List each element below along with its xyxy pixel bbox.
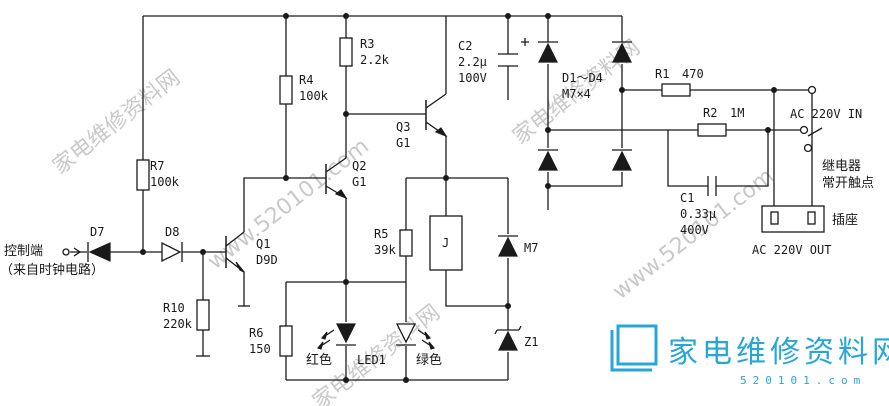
- ac-out-label: AC 220V OUT: [752, 243, 831, 257]
- value-c1: 0.33μ: [680, 207, 716, 221]
- label-r6: R6: [249, 326, 263, 340]
- led-green-label: 绿色: [416, 352, 442, 368]
- label-q3: Q3: [396, 120, 410, 134]
- label-m7: M7: [524, 241, 538, 255]
- book-icon: [610, 324, 658, 372]
- watermark-text: www.520101.com: [203, 134, 374, 275]
- value-r1: 470: [682, 67, 704, 81]
- input-terminal: [62, 248, 70, 256]
- socket: [761, 205, 825, 233]
- label-r4: R4: [299, 73, 313, 87]
- value-r10: 220k: [163, 317, 193, 331]
- diode-d7: [87, 242, 111, 262]
- resistor-r7: [136, 159, 150, 191]
- label-c2: C2: [458, 39, 472, 53]
- label-r5: R5: [374, 227, 388, 241]
- transistor-q2: [325, 164, 348, 200]
- relay-contact-label: 常开触点: [822, 176, 874, 191]
- logo-title: 家电维修资料网: [668, 335, 889, 370]
- label-r7: R7: [150, 159, 164, 173]
- value-r7: 100k: [150, 175, 180, 189]
- control-input-label: 控制端: [4, 244, 43, 259]
- label-d7: D7: [90, 225, 104, 239]
- led-red-label: 红色: [306, 352, 332, 368]
- ac-in-terminal: [799, 125, 809, 135]
- socket-label: 插座: [832, 213, 858, 228]
- value-q1: D9D: [256, 253, 278, 267]
- resistor-r5: [399, 229, 413, 257]
- label-d8: D8: [165, 225, 179, 239]
- value-r2: 1M: [730, 106, 744, 120]
- junctions: [140, 13, 777, 383]
- label-z1: Z1: [524, 335, 538, 349]
- relay-contact-terminal: [803, 143, 813, 153]
- value-r4: 100k: [299, 89, 329, 103]
- value-r3: 2.2k: [360, 53, 390, 67]
- capacitor-c1: [707, 176, 717, 196]
- label-r10: R10: [163, 301, 185, 315]
- label-r3: R3: [360, 37, 374, 51]
- transistor-q1: [225, 236, 245, 273]
- bridge-diode-d2: [612, 41, 632, 63]
- value-bridge: M7×4: [562, 87, 591, 101]
- value-r6: 150: [249, 342, 271, 356]
- zener-z1: [494, 325, 522, 351]
- bridge-diode-d4: [612, 149, 632, 171]
- watermark-text: 家电维修资料网: [48, 65, 185, 180]
- resistor-r4: [279, 75, 293, 105]
- value-r5: 39k: [374, 243, 396, 257]
- site-logo: 家电维修资料网 520101.com: [610, 324, 889, 387]
- label-c1: C1: [680, 191, 694, 205]
- bridge-diode-d3: [538, 149, 558, 171]
- voltage-c1: 400V: [680, 223, 709, 237]
- relay-coil: [429, 215, 463, 271]
- capacitor-c2: [498, 38, 529, 67]
- relay-contact-label: 继电器: [822, 159, 861, 174]
- control-input-sublabel: （来自时钟电路）: [0, 262, 104, 278]
- label-r2: R2: [703, 106, 717, 120]
- logo-subtitle: 520101.com: [740, 374, 866, 387]
- relay-label: J: [442, 236, 449, 250]
- led-green: [395, 323, 436, 350]
- led-red: [316, 323, 356, 350]
- resistor-r3: [339, 37, 353, 67]
- ac-in-label: AC 220V IN: [790, 107, 862, 121]
- label-r1: R1: [655, 67, 669, 81]
- value-q3: G1: [396, 136, 410, 150]
- bridge-diode-d1: [538, 41, 558, 63]
- label-led1: LED1: [357, 353, 386, 367]
- transistor-q3: [425, 100, 448, 138]
- zener-m7: [498, 235, 518, 257]
- resistor-r2: [697, 123, 727, 137]
- ac-in-terminal: [807, 85, 817, 95]
- resistor-r6: [279, 325, 293, 357]
- value-c2: 2.2μ: [458, 55, 487, 69]
- resistor-r10: [196, 299, 210, 331]
- labels: 控制端 （来自时钟电路） R7 100k D7 D8 R10 220k Q1 D…: [0, 37, 874, 368]
- diode-d8: [161, 241, 183, 263]
- label-bridge: D1～D4: [562, 71, 603, 85]
- label-q2: Q2: [352, 159, 366, 173]
- resistor-r1: [661, 83, 691, 97]
- label-q1: Q1: [256, 237, 270, 251]
- value-q2: G1: [352, 175, 366, 189]
- voltage-c2: 100V: [458, 71, 487, 85]
